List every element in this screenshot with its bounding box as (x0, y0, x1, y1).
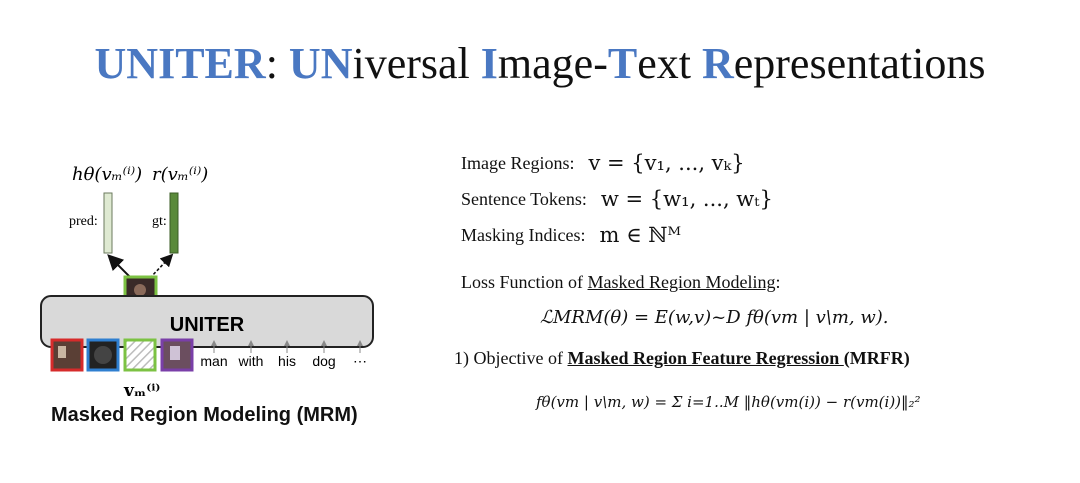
masked-region-label: vₘ⁽ⁱ⁾ (123, 381, 160, 401)
token-word: his (278, 353, 296, 369)
gt-bar (169, 192, 179, 254)
uniter-model-box (40, 295, 374, 348)
definition-value: v = {v₁, ..., vₖ} (588, 151, 745, 175)
definition-value: w = {w₁, ..., wₜ} (600, 187, 773, 211)
definition-row: Masking Indices: m ∈ ℕᴹ (461, 217, 773, 253)
loss-function-heading: Loss Function of Masked Region Modeling: (461, 272, 781, 293)
loss-heading-underlined: Masked Region Modeling (587, 272, 776, 292)
gt-head-formula: r(vₘ⁽ⁱ⁾) (152, 164, 208, 185)
pred-arrow (107, 254, 132, 279)
title-segment: : (265, 39, 289, 88)
mrfr-heading-suffix: (MRFR) (843, 348, 910, 368)
image-region-1 (50, 338, 84, 372)
gt-label: gt: (152, 214, 167, 229)
title-segment: UNITER (94, 39, 266, 88)
title-segment: ext (637, 39, 702, 88)
loss-equation: ℒMRM(θ) = E(w,v)~D fθ(vm | v\m, w). (540, 307, 889, 328)
token-word: man (200, 353, 227, 369)
mrfr-equation: fθ(vm | v\m, w) = Σ i=1..M ‖hθ(vm(i)) − … (536, 393, 921, 411)
definition-label: Image Regions: (461, 152, 575, 173)
title-segment: mage- (497, 39, 608, 88)
output-region-figure (134, 284, 146, 296)
title-segment: R (701, 39, 734, 88)
definition-label: Masking Indices: (461, 224, 586, 245)
image-region-2-figure (94, 346, 112, 364)
pred-label: pred: (69, 214, 98, 229)
loss-heading-suffix: : (775, 272, 781, 292)
token-word: dog (312, 353, 335, 369)
definition-row: Image Regions: v = {v₁, ..., vₖ} (461, 145, 773, 181)
title-segment: I (480, 39, 498, 88)
loss-heading-prefix: Loss Function of (461, 272, 588, 292)
masked-region (123, 338, 157, 372)
definitions-block: Image Regions: v = {v₁, ..., vₖ} Sentenc… (461, 145, 773, 253)
gt-arrow (149, 253, 174, 279)
title-segment: UN (288, 39, 353, 88)
title-segment: iversal (352, 39, 481, 88)
definition-value: m ∈ ℕᴹ (599, 223, 682, 247)
mrfr-heading: 1) Objective of Masked Region Feature Re… (454, 348, 910, 369)
pred-head-formula: hθ(vₘ⁽ⁱ⁾) (72, 164, 142, 185)
title-segment: epresentations (733, 39, 986, 88)
definition-label: Sentence Tokens: (461, 188, 587, 209)
mrfr-heading-prefix: 1) Objective of (454, 348, 568, 368)
page-title: UNITER: UNiversal Image-Text Representat… (0, 36, 1080, 92)
uniter-model-label: UNITER (170, 314, 245, 336)
image-region-4-figure (170, 346, 180, 360)
title-segment: T (607, 39, 638, 88)
pred-bar (103, 192, 113, 254)
diagram-caption: Masked Region Modeling (MRM) (51, 404, 358, 426)
mrm-diagram: hθ(vₘ⁽ⁱ⁾) r(vₘ⁽ⁱ⁾) pred: gt: UNITER man … (40, 164, 374, 401)
definition-row: Sentence Tokens: w = {w₁, ..., wₜ} (461, 181, 773, 217)
token-word: with (238, 353, 264, 369)
token-word: ⋯ (353, 353, 367, 369)
image-region-1-figure (58, 346, 66, 358)
mrfr-heading-underlined: Masked Region Feature Regression (567, 348, 844, 368)
